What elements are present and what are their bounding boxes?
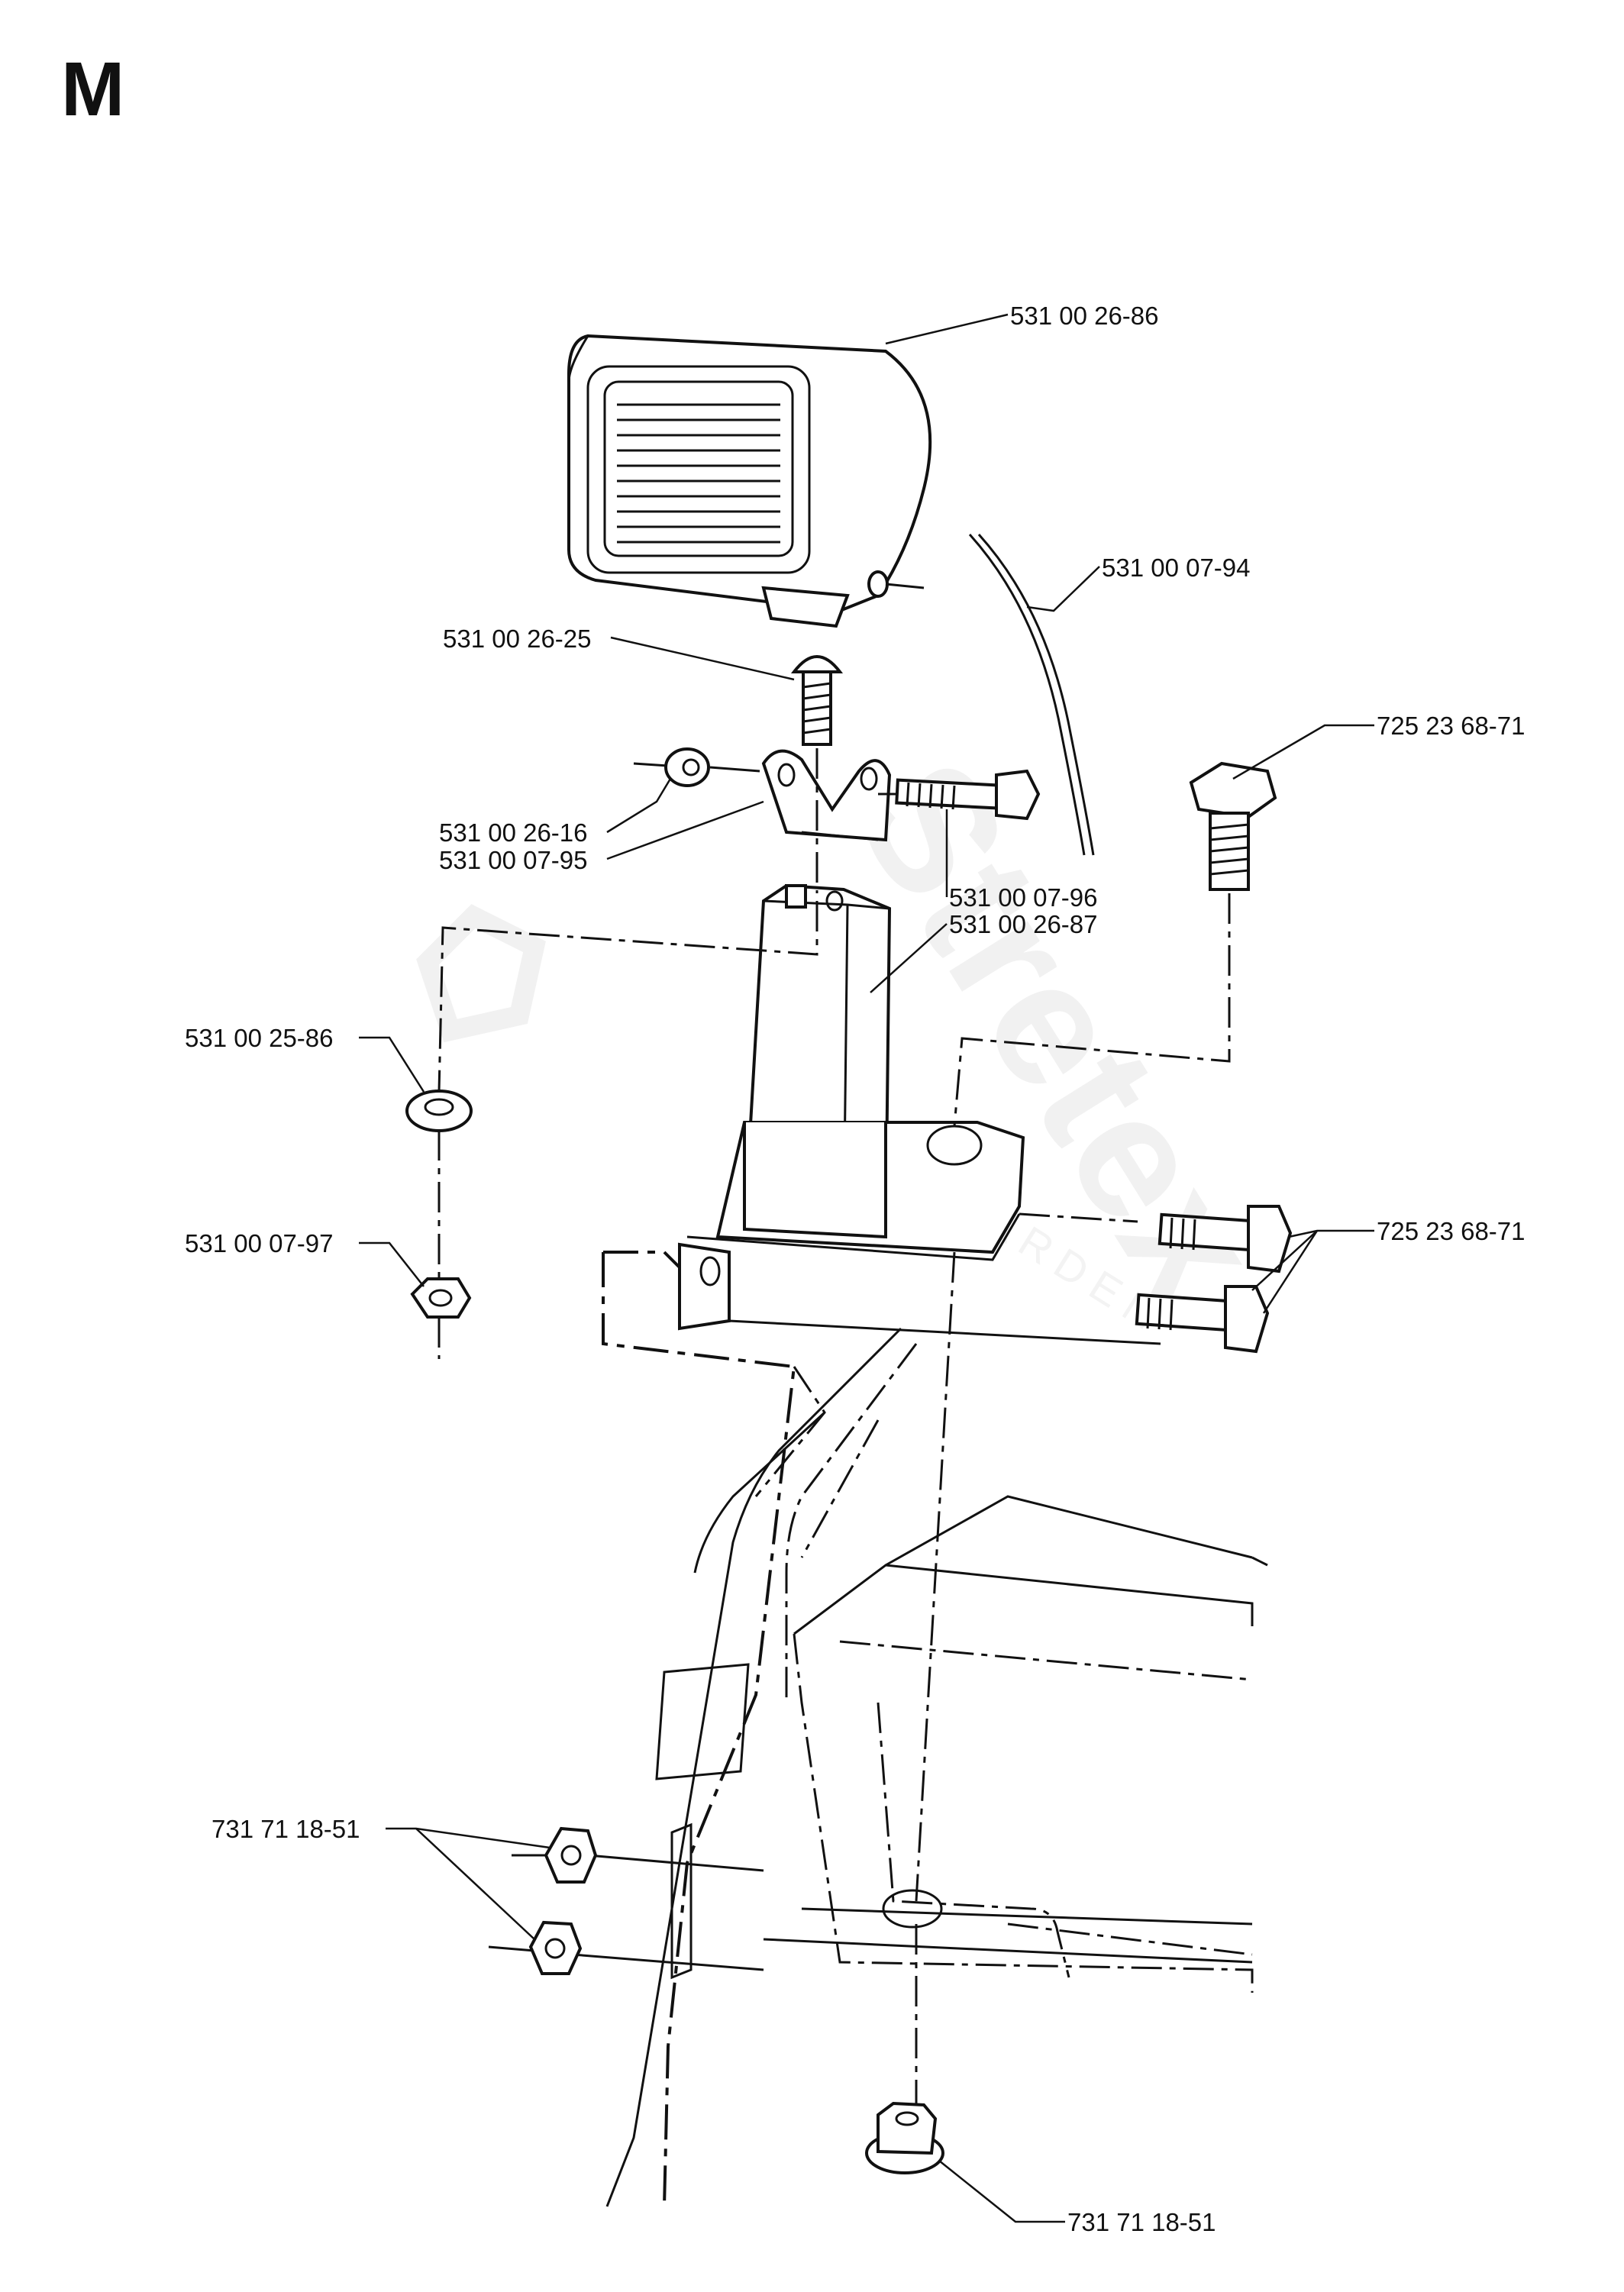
mount-base-plate <box>678 1121 1025 1331</box>
label-pillar: 531 00 26-87 <box>949 910 1098 938</box>
carriage-bolt <box>790 655 844 746</box>
leader-lines <box>359 313 1374 2223</box>
label-nuts-left-bottom: 731 71 18-51 <box>211 1815 360 1843</box>
nut-left <box>633 747 760 787</box>
label-nut-left: 531 00 26-16 <box>439 818 588 847</box>
flange-nut-bottom <box>865 2101 944 2174</box>
bolt-middle <box>878 769 1041 821</box>
lamp-bracket <box>761 749 892 842</box>
section-letter: M <box>61 47 125 132</box>
bolts-right <box>1135 1205 1293 1354</box>
label-cable: 531 00 07-94 <box>1102 554 1251 582</box>
part-labels: 531 00 26-86 531 00 07-94 531 00 26-25 7… <box>185 302 1526 2236</box>
hex-bolt-top <box>1189 761 1277 891</box>
work-lamp <box>567 334 932 628</box>
label-bolts-right: 725 23 68-71 <box>1377 1217 1526 1245</box>
assembly-axes <box>437 748 1231 2115</box>
label-bolt-mid: 531 00 07-96 <box>949 883 1098 912</box>
label-lamp: 531 00 26-86 <box>1010 302 1159 330</box>
nut-lower <box>410 1277 472 1319</box>
lamp-cable <box>968 533 1086 856</box>
tractor-frame <box>602 1212 1268 2207</box>
lamp-lens-lines <box>617 403 780 544</box>
label-hex-bolt-top: 725 23 68-71 <box>1377 712 1526 740</box>
label-bracket: 531 00 07-95 <box>439 846 588 874</box>
label-lock-washer: 531 00 25-86 <box>185 1024 334 1052</box>
nuts-bottom-left <box>528 1826 598 1975</box>
label-carriage-bolt: 531 00 26-25 <box>443 625 592 653</box>
label-nut-lower: 531 00 07-97 <box>185 1229 334 1257</box>
watermark-logo-icon <box>416 904 546 1043</box>
label-flange-nut-bottom: 731 71 18-51 <box>1067 2208 1216 2236</box>
lock-washer <box>405 1090 473 1132</box>
